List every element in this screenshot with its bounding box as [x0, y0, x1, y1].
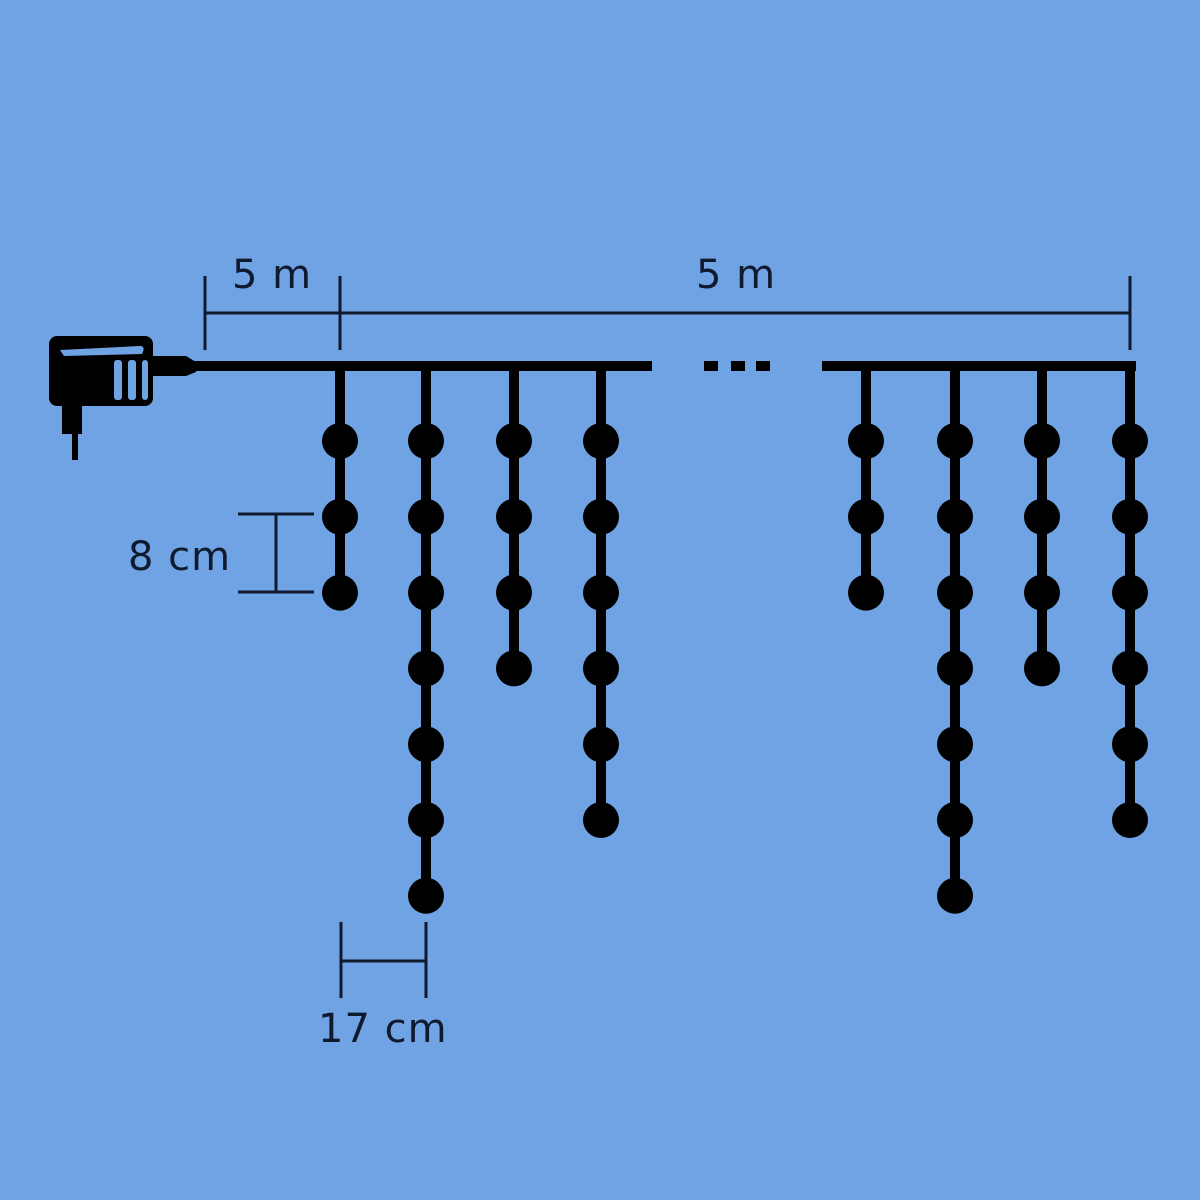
main-wire: [190, 361, 1136, 371]
bulb-icon: [583, 726, 619, 763]
bulb-icon: [496, 574, 532, 611]
icicle-strand: [1024, 366, 1060, 687]
bulb-icon: [408, 423, 444, 459]
bulb-icon: [1112, 498, 1148, 535]
bulb-icon: [937, 650, 973, 687]
icicle-strand: [583, 366, 619, 838]
bulb-icon: [496, 423, 532, 459]
bulb-icon: [408, 877, 444, 914]
icicle-strand: [408, 366, 444, 914]
bulb-icon: [848, 574, 884, 611]
bulb-icon: [848, 498, 884, 535]
strands: [322, 366, 1148, 914]
bulb-spacing-label: 8 cm: [128, 534, 232, 580]
dimension-lines: [203, 276, 1132, 998]
bulb-icon: [1024, 650, 1060, 687]
bulb-icon: [1112, 726, 1148, 763]
bulb-icon: [322, 574, 358, 611]
bulb-icon: [937, 877, 973, 914]
icicle-strand: [322, 366, 358, 611]
bulb-icon: [1112, 574, 1148, 611]
bulb-icon: [937, 423, 973, 459]
bulb-icon: [937, 802, 973, 838]
strand-spacing-label: 17 cm: [318, 1006, 448, 1052]
bulb-icon: [583, 650, 619, 687]
bulb-icon: [1024, 423, 1060, 459]
icicle-strand: [1112, 366, 1148, 838]
icicle-strand: [496, 366, 532, 687]
bulb-icon: [496, 498, 532, 535]
bulb-icon: [408, 802, 444, 838]
icicle-strand: [937, 366, 973, 914]
icicle-strand: [848, 366, 884, 611]
bulb-icon: [1024, 574, 1060, 611]
bulb-icon: [408, 498, 444, 535]
bulb-icon: [937, 574, 973, 611]
bulb-icon: [408, 650, 444, 687]
bulb-icon: [937, 498, 973, 535]
bulb-icon: [322, 423, 358, 459]
bulb-icon: [1112, 802, 1148, 838]
bulb-icon: [848, 423, 884, 459]
light-section-length-label: 5 m: [696, 252, 777, 298]
bulb-icon: [937, 726, 973, 763]
bulb-icon: [583, 498, 619, 535]
bulb-icon: [1024, 498, 1060, 535]
bulb-icon: [583, 802, 619, 838]
power-adapter-icon: [49, 336, 196, 460]
bulb-icon: [322, 498, 358, 535]
bulb-icon: [408, 574, 444, 611]
lead-cable-length-label: 5 m: [232, 252, 313, 298]
bulb-icon: [496, 650, 532, 687]
bulb-icon: [1112, 423, 1148, 459]
bulb-icon: [1112, 650, 1148, 687]
bulb-icon: [408, 726, 444, 763]
bulb-icon: [583, 423, 619, 459]
bulb-icon: [583, 574, 619, 611]
